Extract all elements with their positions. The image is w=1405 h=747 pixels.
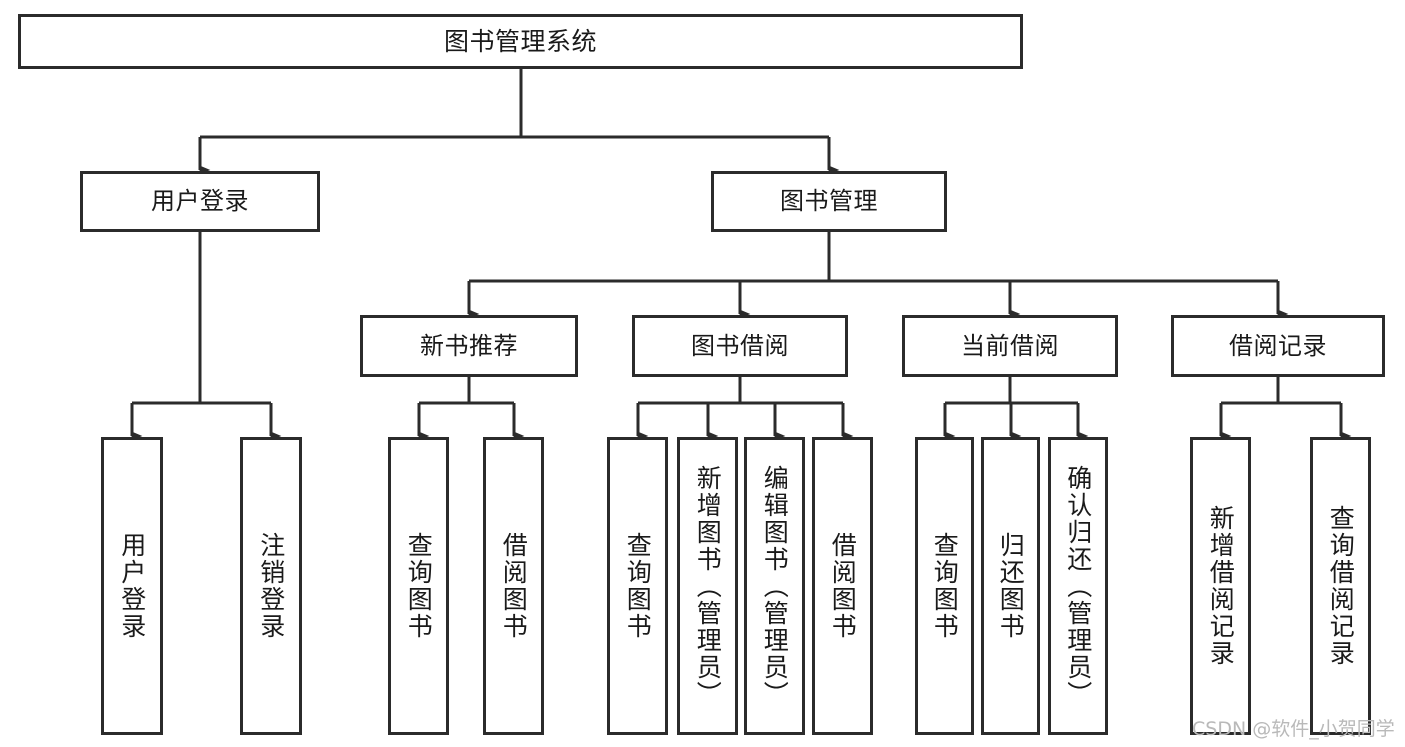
node-label: 用户登录 <box>151 187 249 216</box>
node-leaf-borrow-book-1[interactable]: 借阅图书 <box>483 437 544 735</box>
node-leaf-edit-book[interactable]: 编辑图书（管理员） <box>744 437 805 735</box>
node-label: 当前借阅 <box>961 331 1059 360</box>
node-label: 查询图书 <box>623 532 653 640</box>
node-label: 图书借阅 <box>691 331 789 360</box>
node-book-manage[interactable]: 图书管理 <box>711 171 947 232</box>
node-label: 借阅记录 <box>1229 331 1327 360</box>
node-label: 图书管理 <box>780 187 878 216</box>
node-label: 查询借阅记录 <box>1326 505 1356 667</box>
node-label: 新书推荐 <box>420 331 518 360</box>
node-label: 注销登录 <box>256 532 286 640</box>
node-label: 借阅图书 <box>499 532 529 640</box>
node-leaf-query-book-2[interactable]: 查询图书 <box>607 437 668 735</box>
node-book-borrow[interactable]: 图书借阅 <box>632 315 848 377</box>
node-leaf-confirm-return[interactable]: 确认归还（管理员） <box>1048 437 1108 735</box>
node-user-login[interactable]: 用户登录 <box>80 171 320 232</box>
node-new-book-rec[interactable]: 新书推荐 <box>360 315 578 377</box>
node-leaf-query-record[interactable]: 查询借阅记录 <box>1310 437 1371 735</box>
node-label: 确认归还（管理员） <box>1063 464 1093 708</box>
node-label: 借阅图书 <box>828 532 858 640</box>
node-leaf-borrow-book-2[interactable]: 借阅图书 <box>812 437 873 735</box>
node-label: 新增借阅记录 <box>1206 505 1236 667</box>
node-leaf-user-login[interactable]: 用户登录 <box>101 437 163 735</box>
node-leaf-query-book-1[interactable]: 查询图书 <box>388 437 449 735</box>
node-label: 图书管理系统 <box>443 26 597 56</box>
node-leaf-add-record[interactable]: 新增借阅记录 <box>1190 437 1251 735</box>
node-root[interactable]: 图书管理系统 <box>18 14 1023 69</box>
node-label: 编辑图书（管理员） <box>760 464 790 708</box>
node-leaf-query-book-3[interactable]: 查询图书 <box>915 437 974 735</box>
node-leaf-return-book[interactable]: 归还图书 <box>981 437 1040 735</box>
node-leaf-user-logout[interactable]: 注销登录 <box>240 437 302 735</box>
node-leaf-add-book[interactable]: 新增图书（管理员） <box>677 437 738 735</box>
node-label: 查询图书 <box>930 532 960 640</box>
node-label: 新增图书（管理员） <box>693 464 723 708</box>
node-current-borrow[interactable]: 当前借阅 <box>902 315 1118 377</box>
node-label: 用户登录 <box>117 532 147 640</box>
node-borrow-record[interactable]: 借阅记录 <box>1171 315 1385 377</box>
node-label: 归还图书 <box>996 532 1026 640</box>
watermark-csdn: CSDN @软件_小贺同学 <box>1192 718 1395 740</box>
node-label: 查询图书 <box>404 532 434 640</box>
